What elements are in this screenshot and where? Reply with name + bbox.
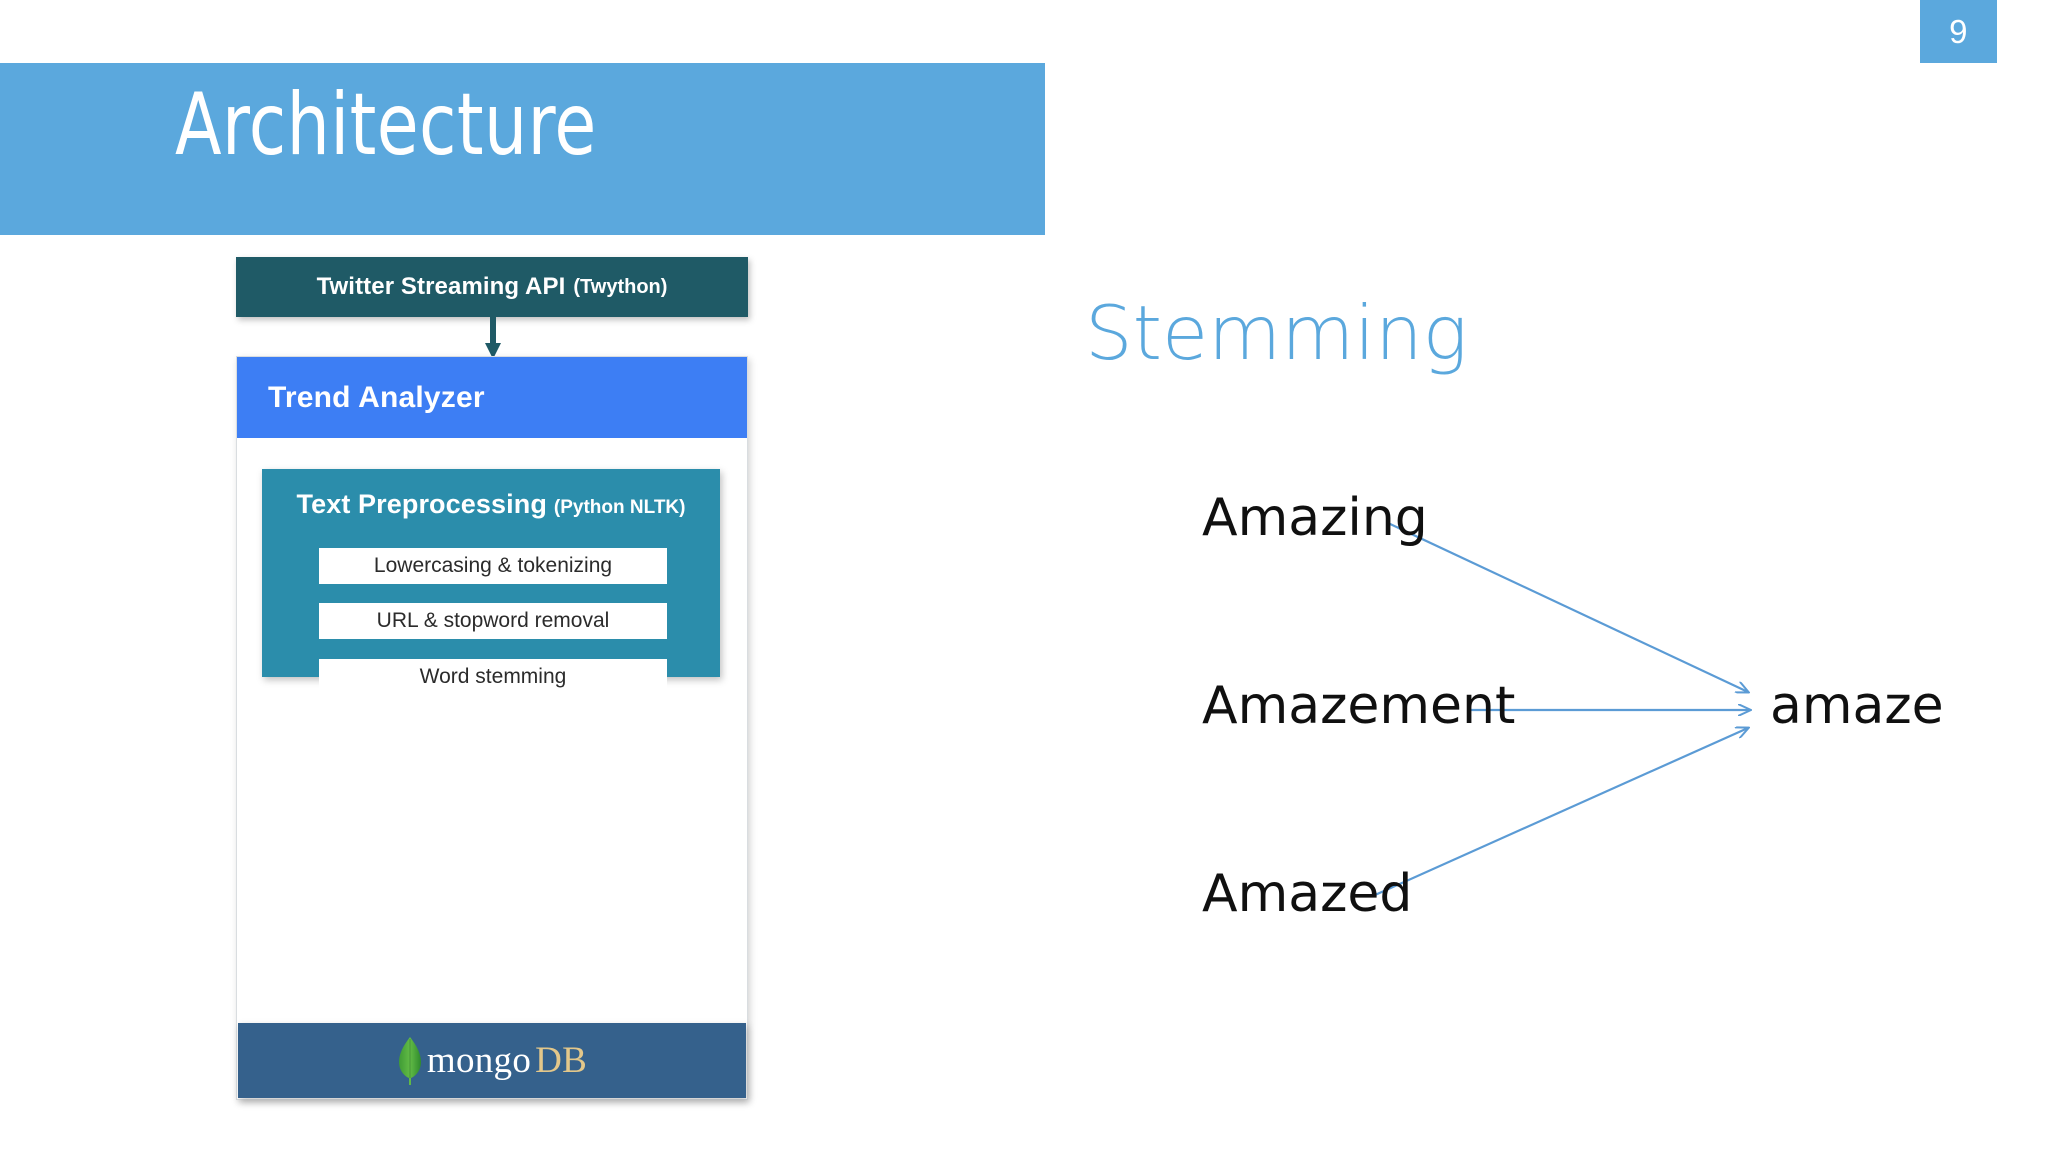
page-title: Architecture — [175, 75, 597, 175]
stemming-source-word: Amazement — [1202, 676, 1516, 736]
preprocessing-step: URL & stopword removal — [319, 603, 667, 639]
stemming-diagram: Amazing Amazement Amazed amaze — [1150, 470, 2000, 940]
stemming-source-word: Amazing — [1202, 488, 1428, 548]
trend-analyzer-container: Trend Analyzer Text Preprocessing (Python… — [236, 356, 748, 1100]
arrow-amazed — [1374, 728, 1748, 897]
preprocessing-header: Text Preprocessing (Python NLTK) — [262, 489, 720, 520]
twitter-streaming-api-box: Twitter Streaming API (Twython) — [236, 257, 748, 317]
api-box-subtitle: (Twython) — [573, 275, 668, 298]
stemming-target-word: amaze — [1770, 676, 1944, 736]
api-box-title: Twitter Streaming API — [316, 273, 566, 300]
page-number-badge: 9 — [1920, 0, 1997, 63]
mongodb-leaf-icon — [398, 1036, 421, 1085]
preprocessing-title: Text Preprocessing — [296, 489, 547, 519]
preprocessing-step: Lowercasing & tokenizing — [319, 548, 667, 584]
stemming-source-word: Amazed — [1202, 864, 1413, 924]
mongodb-name-mongo: mongo — [426, 1040, 532, 1081]
arrow-amazing — [1387, 522, 1748, 692]
down-arrow-icon — [485, 317, 501, 359]
text-preprocessing-box: Text Preprocessing (Python NLTK) Lowercas… — [262, 469, 720, 695]
stemming-arrows — [1374, 522, 2000, 897]
preprocessing-subtitle: (Python NLTK) — [553, 497, 686, 518]
trend-analyzer-title: Trend Analyzer — [268, 380, 485, 414]
stemming-heading: Stemming — [1085, 289, 1468, 377]
mongodb-name-db: DB — [535, 1040, 588, 1081]
architecture-diagram: Twitter Streaming API (Twython) Trend An… — [236, 257, 748, 1100]
trend-analyzer-box: Trend Analyzer — [237, 357, 747, 438]
preprocessing-step: Word stemming — [319, 659, 667, 695]
title-banner — [0, 63, 1045, 235]
